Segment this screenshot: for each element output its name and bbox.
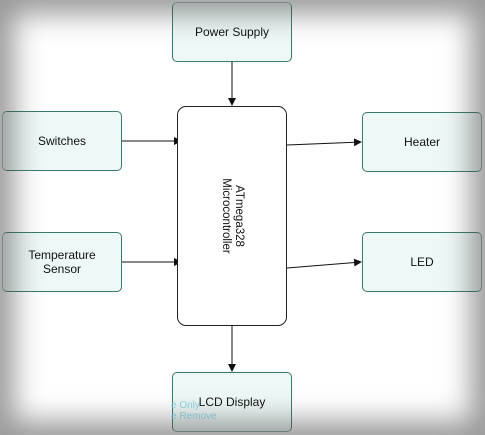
microcontroller-block: ATmega328 Microcontroller (177, 106, 287, 326)
watermark-line-2: e Remove (171, 411, 217, 422)
lcd-display-block: LCD Display (172, 372, 292, 432)
led-block: LED (362, 232, 482, 292)
mcu-type-name: Microcontroller (220, 178, 232, 254)
arrow-mcu-to-heater (286, 138, 362, 147)
temperature-sensor-block: Temperature Sensor (2, 232, 122, 292)
microcontroller-label: ATmega328 Microcontroller (219, 178, 245, 253)
power-supply-label: Power Supply (194, 25, 270, 39)
switches-block: Switches (2, 111, 122, 171)
heater-label: Heater (403, 135, 441, 149)
watermark-text: e Only e Remove (171, 400, 217, 422)
temperature-sensor-label: Temperature Sensor (28, 248, 96, 276)
arrow-mcu-to-led (286, 258, 362, 269)
switches-label: Switches (37, 134, 87, 148)
power-supply-block: Power Supply (172, 2, 292, 62)
lcd-display-label: LCD Display (198, 395, 266, 409)
heater-block: Heater (362, 112, 482, 172)
watermark-line-1: e Only (171, 400, 200, 411)
led-label: LED (410, 255, 434, 269)
mcu-chip-name: ATmega328 (233, 185, 245, 247)
